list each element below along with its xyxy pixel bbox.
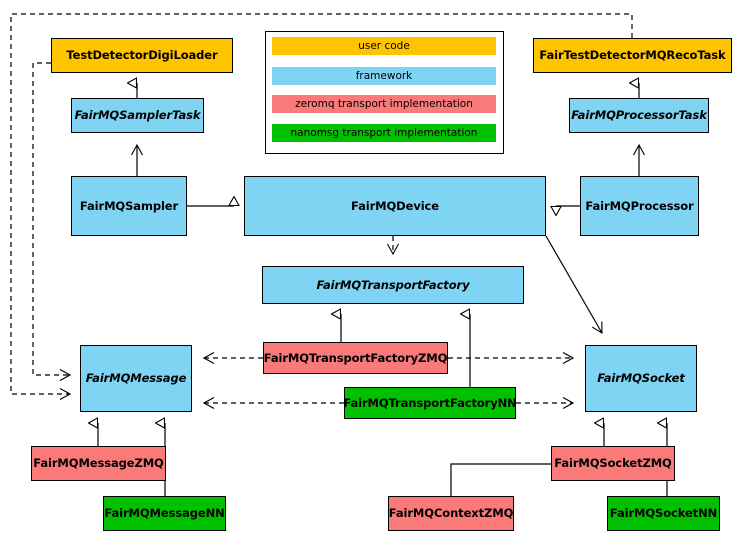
node-test-detector-digi-loader[interactable]: TestDetectorDigiLoader	[51, 38, 233, 73]
edge-digiloader-to-message	[32, 62, 70, 375]
node-fair-mq-message-zmq[interactable]: FairMQMessageZMQ	[31, 446, 166, 481]
legend-item-user-code: user code	[272, 37, 496, 55]
legend-item-nanomsg: nanomsg transport implementation	[272, 124, 496, 142]
node-fair-mq-processor[interactable]: FairMQProcessor	[580, 176, 699, 236]
node-fair-mq-transport-factory-nn[interactable]: FairMQTransportFactoryNN	[343, 387, 517, 419]
node-label: FairMQMessageZMQ	[33, 456, 164, 471]
node-label: FairMQProcessor	[585, 198, 694, 213]
node-label: FairMQSocketZMQ	[554, 456, 672, 471]
legend-item-framework: framework	[272, 67, 496, 85]
edge-contextzmq-to-socketzmq	[450, 464, 551, 496]
node-label: FairMQTransportFactory	[316, 277, 470, 292]
node-fair-mq-socket[interactable]: FairMQSocket	[585, 345, 697, 412]
legend-label: zeromq transport implementation	[295, 98, 473, 110]
legend-item-zeromq: zeromq transport implementation	[272, 95, 496, 113]
node-label: FairMQSocketNN	[609, 506, 718, 521]
node-label: FairMQDevice	[351, 198, 439, 213]
node-fair-test-detector-mq-reco-task[interactable]: FairTestDetectorMQRecoTask	[533, 38, 732, 73]
node-fair-mq-context-zmq[interactable]: FairMQContextZMQ	[388, 496, 514, 531]
node-fair-mq-message[interactable]: FairMQMessage	[80, 345, 192, 412]
node-label: FairMQTransportFactoryZMQ	[263, 350, 448, 365]
node-label: TestDetectorDigiLoader	[66, 48, 218, 63]
edge-recotask-to-message	[10, 13, 633, 394]
node-fair-mq-device[interactable]: FairMQDevice	[244, 176, 546, 236]
node-fair-mq-transport-factory-zmq[interactable]: FairMQTransportFactoryZMQ	[263, 342, 448, 374]
node-fair-mq-processor-task[interactable]: FairMQProcessorTask	[569, 98, 709, 133]
node-fair-mq-socket-zmq[interactable]: FairMQSocketZMQ	[551, 446, 675, 481]
node-label: FairMQMessageNN	[104, 506, 225, 521]
node-label: FairMQSamplerTask	[74, 108, 201, 123]
node-fair-mq-transport-factory[interactable]: FairMQTransportFactory	[262, 266, 524, 304]
node-label: FairMQSocket	[597, 371, 685, 386]
node-label: FairMQProcessorTask	[571, 108, 707, 123]
legend-label: nanomsg transport implementation	[290, 127, 478, 139]
node-label: FairMQMessage	[85, 371, 187, 386]
node-label: FairMQContextZMQ	[388, 506, 514, 521]
node-label: FairTestDetectorMQRecoTask	[539, 48, 726, 63]
edge-device-to-socket	[545, 235, 602, 333]
node-fair-mq-sampler-task[interactable]: FairMQSamplerTask	[71, 98, 204, 133]
legend-label: framework	[355, 70, 413, 82]
node-fair-mq-sampler[interactable]: FairMQSampler	[71, 176, 187, 236]
node-fair-mq-socket-nn[interactable]: FairMQSocketNN	[607, 496, 720, 531]
legend-label: user code	[358, 40, 410, 52]
node-label: FairMQTransportFactoryNN	[343, 395, 517, 410]
node-fair-mq-message-nn[interactable]: FairMQMessageNN	[103, 496, 226, 531]
node-label: FairMQSampler	[79, 198, 179, 213]
